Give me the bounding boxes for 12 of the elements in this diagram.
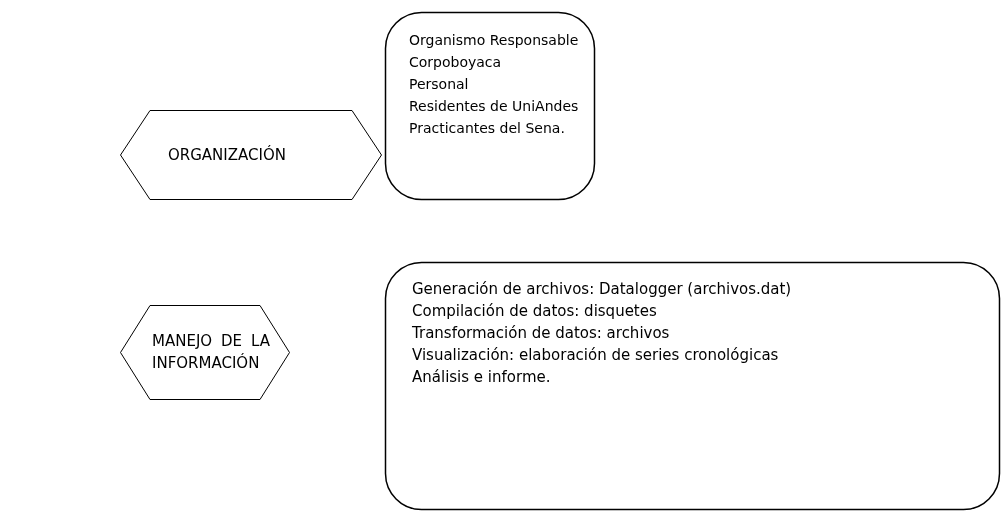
list-item: Generación de archivos: Datalogger (archivos.dat) [412,279,793,300]
list-item: Visualización: elaboración de series cronológicas [412,345,780,366]
list-item: Compilación de datos: disquetes [412,301,658,322]
list-item: Transformación de datos: archivos [412,323,671,344]
list-item: Practicantes del Sena. [409,119,566,138]
list-item: Análisis e informe. [412,367,552,388]
shape-label: MANEJO DE LA INFORMACIÓN [152,331,270,374]
list-item: Residentes de UniAndes [409,97,580,116]
list-item: Corpoboyaca [409,53,503,72]
shape-label: ORGANIZACIÓN [168,144,287,166]
list-item: Organismo Responsable [409,31,580,50]
list-item: Personal [409,75,470,94]
